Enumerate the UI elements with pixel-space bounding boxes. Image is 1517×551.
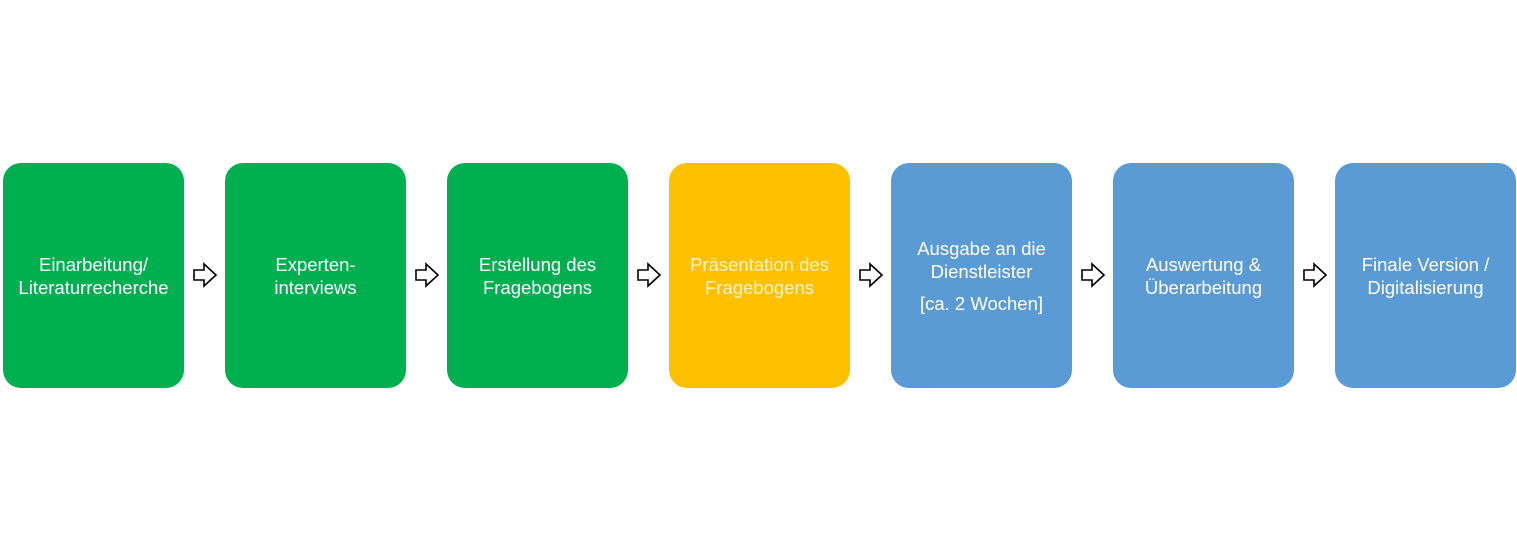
step-6-box: Auswertung & Überarbeitung bbox=[1113, 163, 1294, 388]
step-7-line-2: Digitalisierung bbox=[1367, 276, 1484, 298]
step-7-box: Finale Version / Digitalisierung bbox=[1335, 163, 1516, 388]
step-5-box: Ausgabe an die Dienstleister [ca. 2 Woch… bbox=[891, 163, 1072, 388]
right-arrow-icon-1 bbox=[193, 262, 218, 288]
step-2-line-2: interviews bbox=[274, 276, 357, 298]
step-6-line-2: Überarbeitung bbox=[1144, 276, 1263, 298]
right-arrow-icon-5 bbox=[1081, 262, 1106, 288]
right-arrow-icon-6 bbox=[1303, 262, 1328, 288]
step-1-box: Einarbeitung/ Literaturrecherche bbox=[3, 163, 184, 388]
step-3-line-2: Fragebogens bbox=[482, 276, 593, 298]
step-5-note: [ca. 2 Wochen] bbox=[919, 292, 1044, 314]
step-6-line-1: Auswertung & bbox=[1145, 253, 1262, 275]
right-arrow-icon-3 bbox=[637, 262, 662, 288]
step-4-line-2: Fragebogens bbox=[704, 276, 815, 298]
step-1-line-2: Literaturrecherche bbox=[18, 276, 169, 298]
step-7-line-1: Finale Version / bbox=[1361, 253, 1490, 275]
right-arrow-icon-2 bbox=[415, 262, 440, 288]
step-1-line-1: Einarbeitung/ bbox=[38, 253, 149, 275]
step-5-line-2: Dienstleister bbox=[930, 260, 1033, 282]
step-5-line-1: Ausgabe an die bbox=[917, 237, 1046, 259]
step-4-line-1: Präsentation des bbox=[690, 253, 829, 275]
step-2-line-1: Experten- bbox=[275, 253, 356, 275]
step-3-line-1: Erstellung des bbox=[478, 253, 597, 275]
step-3-box: Erstellung des Fragebogens bbox=[447, 163, 628, 388]
step-2-box: Experten- interviews bbox=[225, 163, 406, 388]
step-4-box: Präsentation des Fragebogens bbox=[669, 163, 850, 388]
right-arrow-icon-4 bbox=[859, 262, 884, 288]
